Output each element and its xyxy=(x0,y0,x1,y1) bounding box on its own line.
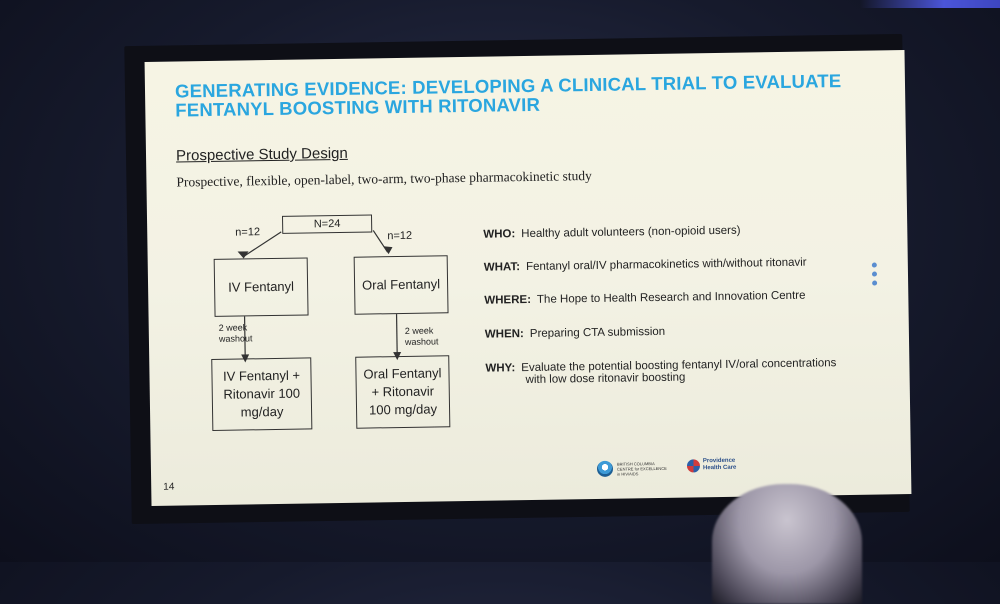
page-number: 14 xyxy=(163,481,175,493)
bc-centre-logo-text: BRITISH COLUMBIA CENTRE for EXCELLENCE i… xyxy=(616,460,667,477)
providence-logo-line-2: Health Care xyxy=(702,464,737,472)
total-sample-box: N=24 xyxy=(281,214,373,234)
washout-right-line-1: 2 week xyxy=(404,325,434,336)
arrowhead-iv xyxy=(237,251,249,259)
room-light xyxy=(860,0,1000,8)
arrowhead-oral-washout xyxy=(393,352,402,361)
presentation-slide: GENERATING EVIDENCE: DEVELOPING A CLINIC… xyxy=(144,50,912,506)
iv-phase2-line-3: mg/day xyxy=(240,403,284,420)
arrowhead-iv-washout xyxy=(241,354,250,363)
more-vertical-icon xyxy=(871,262,878,290)
providence-logo-text: Providence Health Care xyxy=(703,458,737,473)
washout-left: 2 week washout xyxy=(219,322,253,345)
info-why-label: WHY: xyxy=(485,362,516,375)
info-when-label: WHEN: xyxy=(484,328,524,341)
washout-right: 2 week washout xyxy=(405,325,439,348)
oral-fentanyl-box: Oral Fentanyl xyxy=(353,255,449,315)
oral-phase2-line-2: + Ritonavir xyxy=(371,383,435,400)
oral-phase2-line-1: Oral Fentanyl xyxy=(363,365,442,382)
arrow-iv-washout xyxy=(243,316,246,359)
info-what-label: WHAT: xyxy=(483,261,521,274)
arrowhead-oral xyxy=(383,246,393,255)
oral-fentanyl-ritonavir-box: Oral Fentanyl + Ritonavir 100 mg/day xyxy=(355,355,451,429)
right-arm-n: n=12 xyxy=(387,229,413,243)
bc-centre-logo: BRITISH COLUMBIA CENTRE for EXCELLENCE i… xyxy=(596,460,669,477)
iv-phase2-line-2: Ritonavir 100 xyxy=(223,385,301,402)
iv-fentanyl-box: IV Fentanyl xyxy=(213,257,309,317)
info-when-text: Preparing CTA submission xyxy=(529,325,666,340)
washout-left-line-2: washout xyxy=(218,333,253,344)
arrow-to-iv xyxy=(243,231,282,257)
info-who-label: WHO: xyxy=(483,228,516,241)
info-where-label: WHERE: xyxy=(484,293,532,307)
iv-fentanyl-ritonavir-box: IV Fentanyl + Ritonavir 100 mg/day xyxy=(211,357,313,431)
arrow-oral-washout xyxy=(395,314,398,357)
iv-phase2-line-1: IV Fentanyl + xyxy=(222,367,301,384)
providence-logo-mark xyxy=(686,458,701,473)
washout-right-line-2: washout xyxy=(404,336,439,347)
washout-left-line-1: 2 week xyxy=(218,322,248,333)
audience-head xyxy=(712,484,862,604)
bc-centre-logo-mark xyxy=(596,460,614,477)
flow-arrows xyxy=(237,230,402,363)
left-arm-n: n=12 xyxy=(235,226,261,239)
providence-logo: Providence Health Care xyxy=(686,458,737,473)
oral-phase2-line-3: 100 mg/day xyxy=(368,401,438,418)
